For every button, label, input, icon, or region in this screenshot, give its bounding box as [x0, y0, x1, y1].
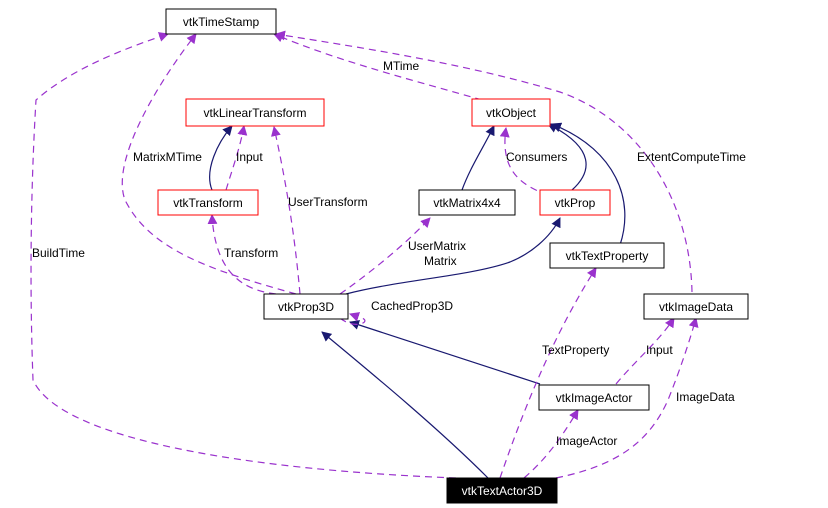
node-label: vtkImageData — [659, 300, 733, 314]
label-imagedata: ImageData — [676, 390, 735, 404]
label-textproperty: TextProperty — [542, 343, 609, 357]
node-vtkprop3d[interactable]: vtkProp3D — [263, 293, 349, 320]
node-label: vtkTextActor3D — [462, 484, 543, 498]
label-transform: Transform — [224, 246, 278, 260]
edge-matrix-to-object — [461, 125, 495, 191]
node-vtkobject[interactable]: vtkObject — [471, 98, 551, 127]
edge-textactor3d-imagedata — [555, 317, 699, 479]
label-buildtime: BuildTime — [32, 246, 85, 260]
node-vtktimestamp[interactable]: vtkTimeStamp — [165, 8, 277, 35]
edge-imageactor-to-prop3d — [349, 320, 541, 385]
node-vtktransform[interactable]: vtkTransform — [157, 189, 259, 216]
label-usertransform: UserTransform — [288, 195, 368, 209]
edge-transform-to-lineartransform — [209, 125, 233, 191]
node-vtktextproperty[interactable]: vtkTextProperty — [549, 242, 665, 269]
label-input-imagedata: Input — [646, 343, 673, 357]
edge-prop3d-matrixmtime — [121, 33, 297, 295]
label-matrixmtime: MatrixMTime — [133, 150, 202, 164]
edge-textactor3d-imageactor — [523, 409, 579, 479]
edge-prop3d-cachedprop3d — [339, 312, 366, 325]
node-vtkprop[interactable]: vtkProp — [539, 189, 611, 216]
edge-textactor3d-textproperty — [499, 267, 597, 479]
edge-prop3d-transform — [207, 214, 277, 295]
label-cachedprop3d: CachedProp3D — [371, 299, 453, 313]
node-vtkmatrix4x4[interactable]: vtkMatrix4x4 — [418, 189, 516, 216]
edge-textactor3d-to-prop3d — [321, 331, 489, 479]
inheritance-edges — [209, 122, 626, 479]
edge-imagedata-extentcomputetime — [275, 30, 693, 293]
label-consumers: Consumers — [506, 150, 567, 164]
edge-labels: MTime MatrixMTime Input Consumers Extent… — [32, 59, 746, 448]
node-label: vtkImageActor — [556, 391, 633, 405]
label-mtime: MTime — [383, 59, 420, 73]
edge-object-mtime — [273, 32, 483, 101]
edge-transform-input — [225, 125, 248, 191]
label-extentcomputetime: ExtentComputeTime — [637, 150, 746, 164]
edge-textactor3d-buildtime — [30, 32, 457, 479]
node-vtktextactor3d[interactable]: vtkTextActor3D — [446, 477, 558, 504]
node-label: vtkMatrix4x4 — [433, 196, 501, 210]
edge-prop3d-usertransform — [271, 126, 301, 295]
label-usermatrix: UserMatrix — [408, 239, 466, 253]
node-vtkimageactor[interactable]: vtkImageActor — [538, 384, 650, 411]
edge-prop3d-usermatrix — [339, 217, 431, 295]
edge-prop3d-to-prop — [345, 217, 561, 295]
node-label: vtkTransform — [173, 196, 243, 210]
label-input-transform: Input — [236, 150, 263, 164]
node-label: vtkProp3D — [278, 300, 334, 314]
usage-edges — [30, 30, 699, 479]
label-imageactor: ImageActor — [556, 434, 617, 448]
node-vtklineartransform[interactable]: vtkLinearTransform — [185, 98, 325, 127]
edge-prop-consumers — [499, 127, 549, 196]
node-label: vtkProp — [555, 196, 596, 210]
node-vtkimagedata[interactable]: vtkImageData — [643, 293, 749, 320]
node-label: vtkObject — [486, 106, 537, 120]
node-label: vtkTimeStamp — [183, 15, 260, 29]
node-label: vtkLinearTransform — [204, 106, 307, 120]
edge-textproperty-to-object — [551, 122, 626, 246]
label-matrix: Matrix — [424, 254, 457, 268]
node-label: vtkTextProperty — [566, 249, 649, 263]
